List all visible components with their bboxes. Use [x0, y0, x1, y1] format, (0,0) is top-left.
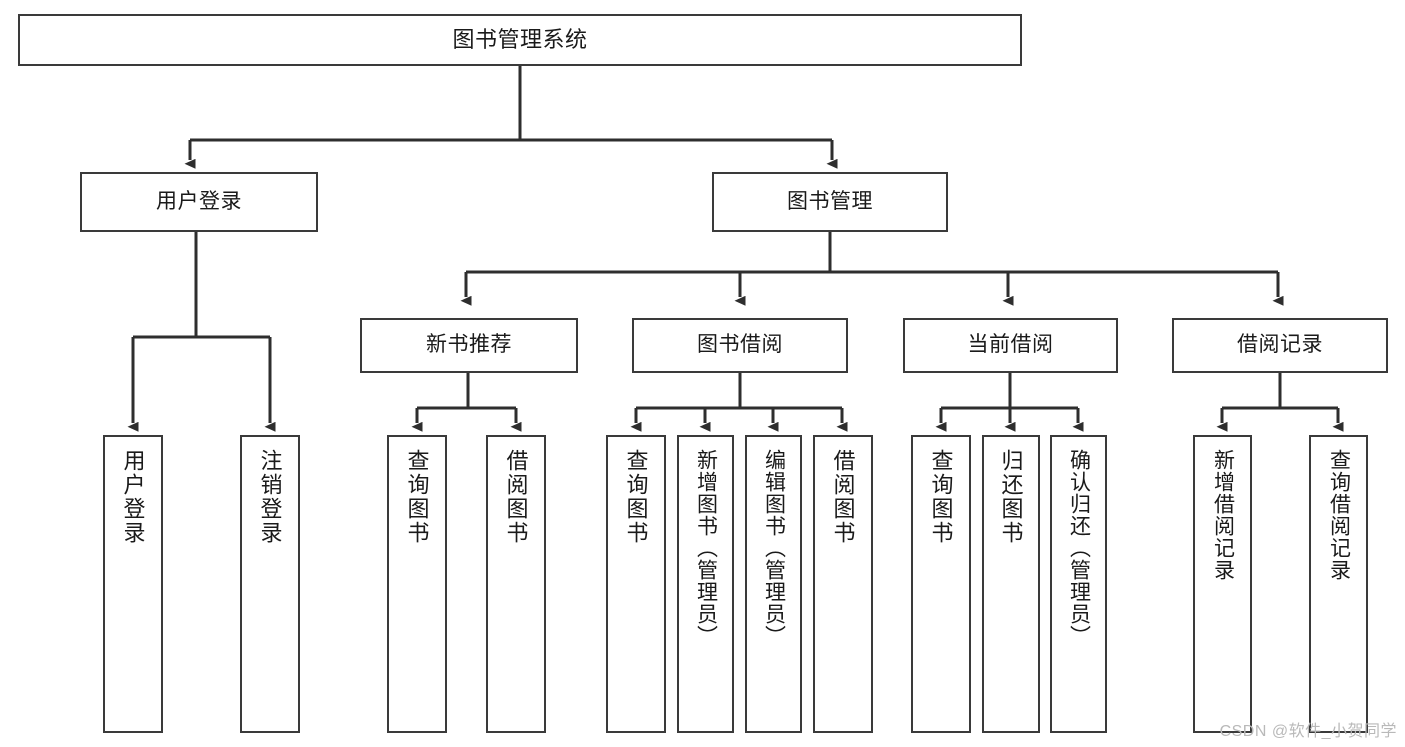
node-label: 图书管理系统 — [452, 27, 588, 53]
node-current-borrow[interactable]: 当前借阅 — [903, 318, 1118, 373]
leaf-logout-login[interactable]: 注销登录 — [240, 435, 300, 733]
leaf-add-borrow-record[interactable]: 新增借阅记录 — [1193, 435, 1252, 733]
node-label: 查询图书 — [928, 449, 954, 545]
node-book-management[interactable]: 图书管理 — [712, 172, 948, 232]
node-new-book-recommend[interactable]: 新书推荐 — [360, 318, 578, 373]
node-label: 用户登录 — [120, 449, 146, 545]
node-label: 编辑图书（管理员） — [762, 449, 786, 647]
node-label: 用户登录 — [156, 189, 242, 213]
node-label: 归还图书 — [998, 449, 1024, 545]
node-root-book-management-system[interactable]: 图书管理系统 — [18, 14, 1022, 66]
leaf-edit-book-admin[interactable]: 编辑图书（管理员） — [745, 435, 802, 733]
node-borrow-record[interactable]: 借阅记录 — [1172, 318, 1388, 373]
node-label: 借阅记录 — [1237, 333, 1323, 357]
leaf-query-book-current[interactable]: 查询图书 — [911, 435, 971, 733]
node-label: 新增借阅记录 — [1211, 449, 1235, 581]
leaf-borrow-book-recommend[interactable]: 借阅图书 — [486, 435, 546, 733]
node-user-login[interactable]: 用户登录 — [80, 172, 318, 232]
node-label: 借阅图书 — [503, 449, 529, 545]
leaf-add-book-admin[interactable]: 新增图书（管理员） — [677, 435, 734, 733]
node-label: 查询图书 — [623, 449, 649, 545]
node-book-borrow[interactable]: 图书借阅 — [632, 318, 848, 373]
leaf-user-login[interactable]: 用户登录 — [103, 435, 163, 733]
leaf-borrow-book[interactable]: 借阅图书 — [813, 435, 873, 733]
node-label: 新书推荐 — [426, 333, 512, 357]
leaf-query-book-borrow[interactable]: 查询图书 — [606, 435, 666, 733]
node-label: 借阅图书 — [830, 449, 856, 545]
leaf-confirm-return-admin[interactable]: 确认归还（管理员） — [1050, 435, 1107, 733]
node-label: 查询借阅记录 — [1327, 449, 1351, 581]
node-label: 注销登录 — [257, 449, 283, 545]
node-label: 图书借阅 — [697, 333, 783, 357]
leaf-query-borrow-record[interactable]: 查询借阅记录 — [1309, 435, 1368, 733]
node-label: 图书管理 — [787, 189, 873, 213]
leaf-query-book-recommend[interactable]: 查询图书 — [387, 435, 447, 733]
node-label: 当前借阅 — [967, 333, 1054, 357]
node-label: 新增图书（管理员） — [694, 449, 718, 647]
node-label: 查询图书 — [404, 449, 430, 545]
csdn-watermark: CSDN @软件_小贺同学 — [1219, 723, 1397, 740]
node-label: 确认归还（管理员） — [1067, 449, 1091, 647]
leaf-return-book[interactable]: 归还图书 — [982, 435, 1040, 733]
